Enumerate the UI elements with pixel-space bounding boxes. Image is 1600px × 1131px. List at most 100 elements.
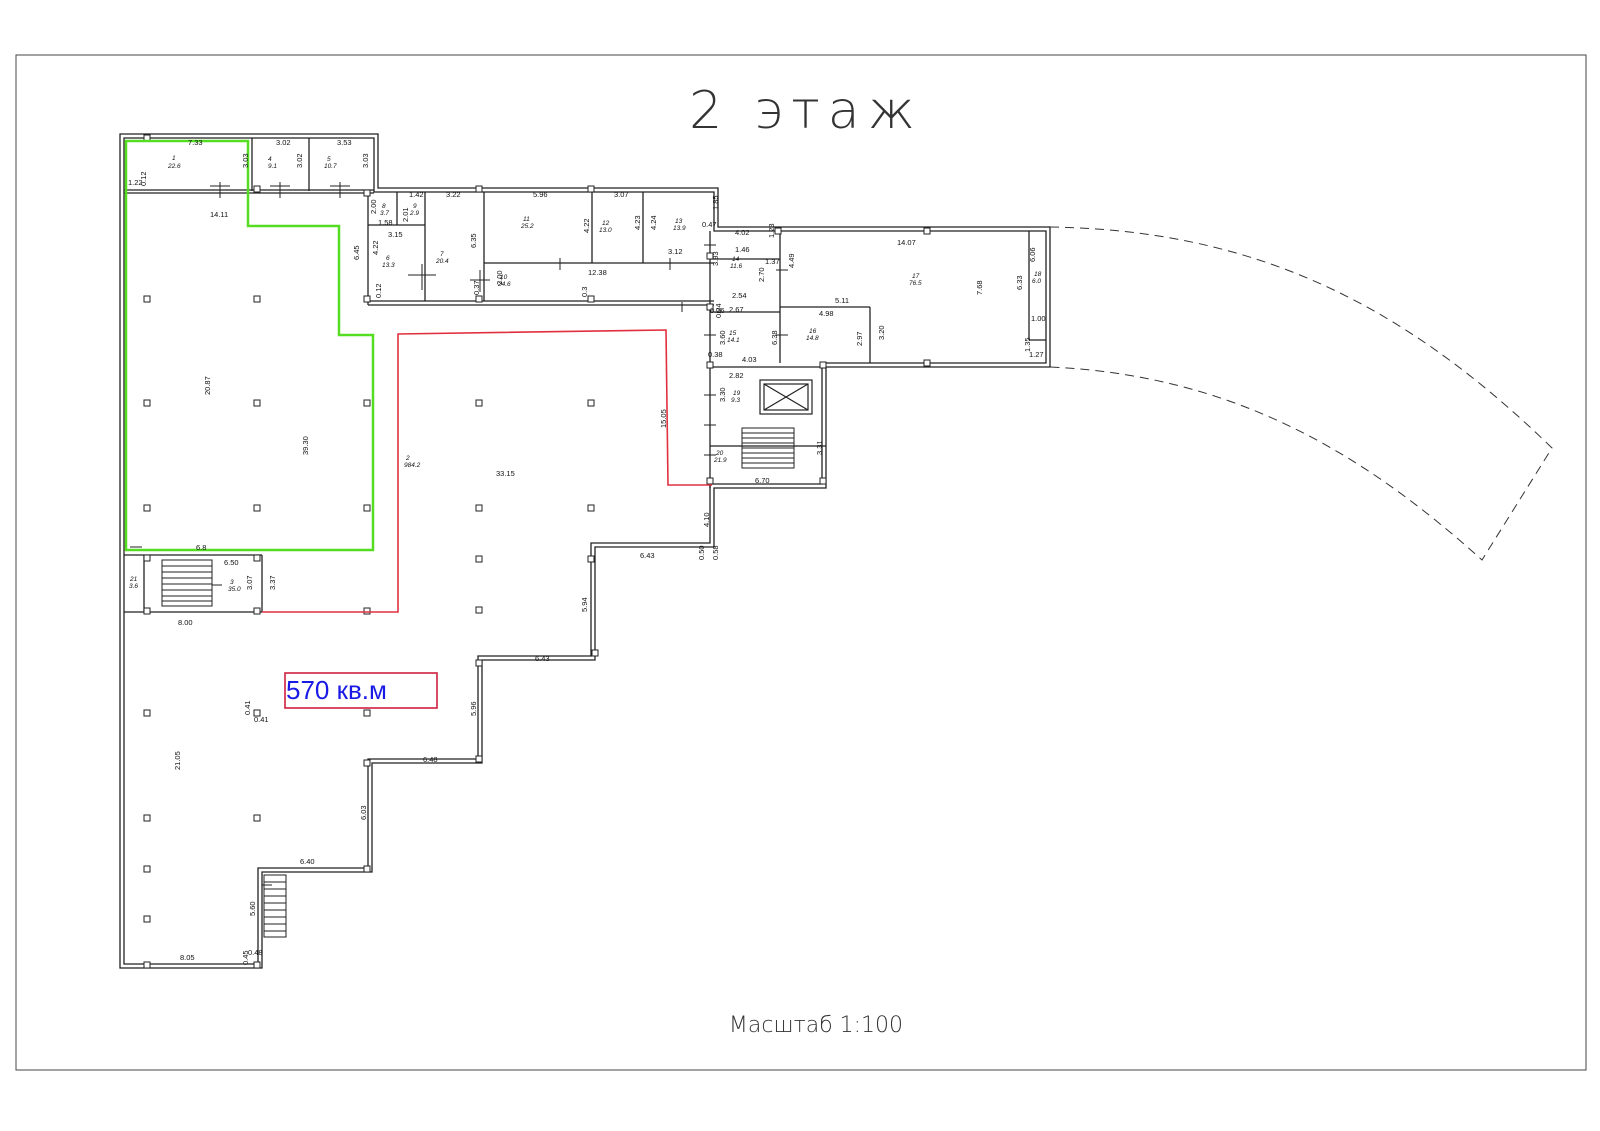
door-marks: [130, 182, 788, 886]
dim-label: 3.93: [711, 251, 720, 266]
dim-label: 1.35: [1023, 337, 1032, 352]
dim-label: 4.10: [702, 512, 711, 527]
dim-label: 6.43: [535, 654, 550, 663]
room-number: 21: [129, 576, 138, 583]
dim-label: 2.70: [757, 267, 766, 282]
dim-label: 3.22: [446, 190, 461, 199]
dim-label: 4.24: [649, 215, 658, 230]
stair-bottom: [263, 874, 287, 938]
room-number: 2: [405, 455, 410, 462]
dim-label: 14.07: [897, 238, 916, 247]
room-area: 20.4: [435, 258, 449, 265]
dim-label: 0.12: [374, 283, 383, 298]
dim-label: 0.26: [710, 306, 725, 315]
room-area: 13.3: [382, 262, 395, 269]
dim-label: 6.50: [224, 558, 239, 567]
dim-label: 6.8: [196, 543, 206, 552]
dim-label: 3.07: [614, 190, 629, 199]
dim-label: 0.12: [139, 171, 148, 186]
dim-label: 7.33: [188, 138, 203, 147]
dim-label: 12.38: [588, 268, 607, 277]
stair-left: [161, 559, 213, 607]
dim-label: 0.48: [248, 948, 263, 957]
dim-label: 0.38: [708, 350, 723, 359]
dim-label: 0.24: [714, 303, 723, 318]
room-number: 8: [382, 203, 386, 210]
dim-label: 3.03: [361, 153, 370, 168]
green-highlight-area: [124, 139, 375, 552]
room-area: 25.2: [520, 223, 534, 230]
dim-label: 3.02: [276, 138, 291, 147]
room-number: 19: [733, 390, 741, 397]
dim-label: 5.11: [835, 296, 849, 305]
room-number: 7: [440, 251, 444, 258]
room-number: 20: [715, 450, 724, 457]
room-number: 17: [912, 273, 920, 280]
dim-label: 5.94: [580, 597, 589, 612]
dim-label: 0.3: [580, 287, 589, 297]
dim-label: 3.30: [718, 387, 727, 402]
dim-label: 6.35: [469, 233, 478, 248]
room-area: 14.8: [806, 335, 819, 342]
dim-label: 2.67: [729, 305, 744, 314]
terrace-outline: [1049, 226, 1553, 561]
room-area: 35.0: [228, 586, 241, 593]
dim-label: 6.48: [423, 755, 438, 764]
room-labels: 1 22.6 4 9.1 5 10.7 8 3.7 9 2.9 6 13.3 7…: [129, 155, 1042, 593]
dim-label: 2.01: [401, 207, 410, 222]
room-number: 18: [1034, 271, 1042, 278]
room-number: 13: [675, 218, 683, 225]
dim-label: 0.37: [472, 280, 481, 295]
dim-label: 1.85: [711, 195, 720, 210]
room-number: 3: [230, 579, 234, 586]
dim-label: 1.58: [378, 218, 393, 227]
drawing-frame: [15, 54, 1587, 1071]
elevator-shaft: [759, 379, 813, 415]
dim-label: 3.03: [241, 153, 250, 168]
room-area: 14.1: [727, 337, 740, 344]
dim-label: 14.11: [210, 210, 228, 219]
room-area: 9.1: [268, 163, 277, 170]
dim-label: 3.60: [718, 330, 727, 345]
dim-label: 4.03: [742, 355, 757, 364]
dim-label: 3.53: [337, 138, 352, 147]
dim-label: 0.47: [702, 220, 717, 229]
dim-label: 1.23: [767, 223, 776, 238]
dim-label: 6.38: [770, 330, 779, 345]
dimension-labels: 7.33 3.02 3.53 1.22 14.11 6.8 6.50 8.00 …: [128, 138, 1046, 962]
dim-label: 3.31: [815, 440, 824, 455]
dim-label: 3.07: [245, 575, 254, 590]
dim-label: 5.96: [469, 701, 478, 716]
dim-label: 2.82: [729, 371, 744, 380]
dim-label: 0.45: [241, 950, 250, 965]
room-area: 9.3: [731, 397, 740, 404]
dim-label: 6.06: [1028, 247, 1037, 262]
room-number: 5: [327, 156, 331, 163]
dim-label: 21.05: [173, 751, 182, 770]
area-label-box: [284, 672, 438, 709]
room-area: 22.6: [167, 163, 181, 170]
dim-label: 1.46: [735, 245, 750, 254]
dim-label: 4.23: [633, 215, 642, 230]
room-area: 6.0: [1032, 278, 1041, 285]
dim-label: 0.41: [254, 715, 269, 724]
dim-label: 5.60: [248, 901, 257, 916]
dim-label: 6.03: [359, 805, 368, 820]
dim-label: 0.41: [243, 700, 252, 715]
dim-label: 3.15: [388, 230, 403, 239]
room-number: 16: [809, 328, 817, 335]
dim-label: 33.15: [496, 469, 515, 478]
room-number: 1: [172, 155, 176, 162]
room-number: 11: [523, 216, 530, 223]
red-highlight-area: [262, 329, 712, 613]
dim-label: 7.68: [975, 280, 984, 295]
dim-label: 39.30: [301, 436, 310, 455]
room-area: 3.7: [380, 210, 389, 217]
dim-label: 3.20: [877, 325, 886, 340]
room-number: 9: [413, 203, 417, 210]
dim-label: 0.58: [711, 545, 720, 560]
stair-right: [741, 427, 795, 469]
dim-label: 8.05: [180, 953, 195, 962]
dim-label: 6.43: [640, 551, 655, 560]
